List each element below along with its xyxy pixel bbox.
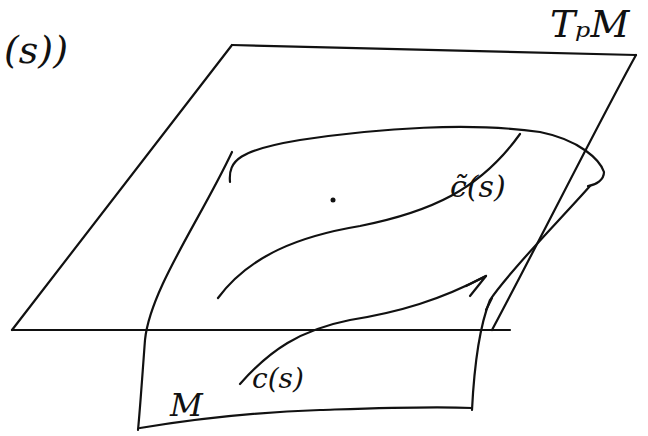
plane-top-edge [232,45,636,55]
curve-label: c(s) [250,364,306,395]
lifted-curve-label: c̃(s) [448,170,508,203]
curve-arrowhead [466,276,486,296]
plane-bottom-edge [12,329,510,331]
plane-left-edge [12,45,232,330]
tick-mark [486,298,492,310]
plane-right-edge [492,55,636,330]
surface-right-edge [472,186,590,410]
tangent-plane-label: TₚM [548,4,631,46]
surface-top-edge [230,127,604,186]
cut-off-formula: (s)) [2,30,70,72]
point-p [331,198,336,203]
surface-left-edge [138,152,232,430]
manifold-label: M [168,388,205,423]
plane-curve [218,134,520,298]
